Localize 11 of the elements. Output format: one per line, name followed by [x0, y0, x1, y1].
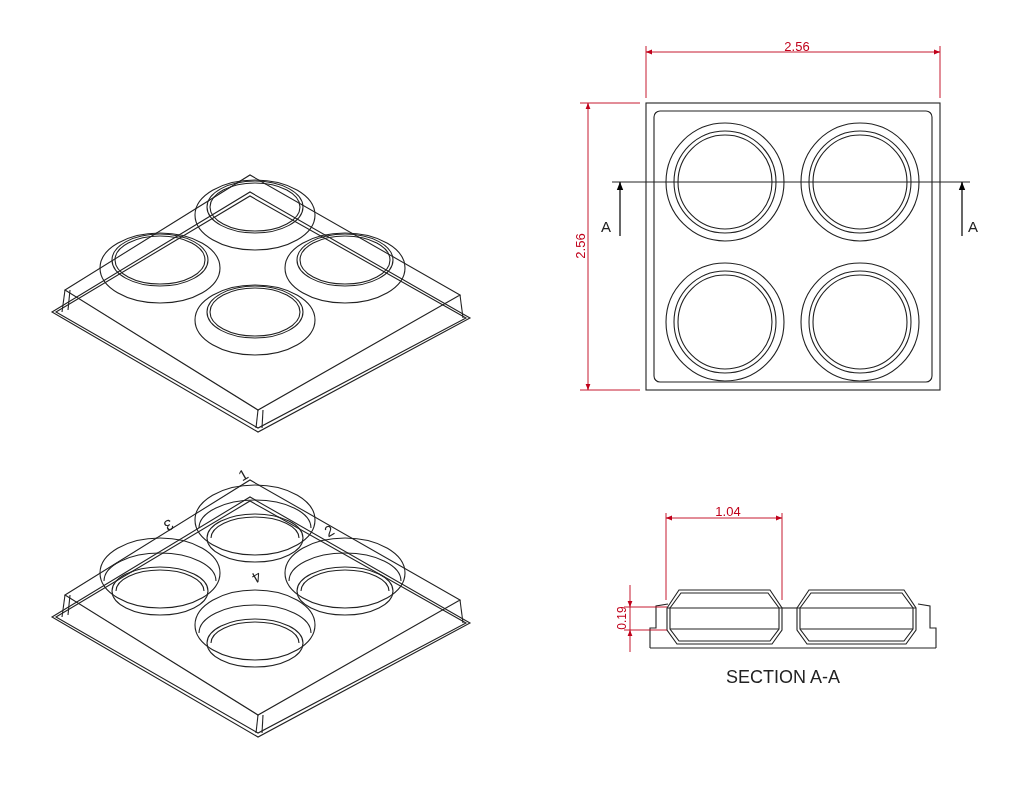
cavity-number: 3	[160, 515, 177, 535]
section-title: SECTION A-A	[726, 666, 840, 687]
dimension-value: 2.56	[784, 39, 810, 55]
dimension-value: 2.56	[573, 233, 589, 259]
dimension-value: 1.04	[715, 504, 741, 520]
cavity-number: 2	[321, 521, 338, 541]
cavity-number: 4	[248, 567, 265, 587]
dimension-value: 0.19	[615, 606, 630, 630]
section-marker: A	[601, 217, 611, 235]
section-marker: A	[968, 217, 978, 235]
cavity-number: 1	[235, 465, 252, 485]
